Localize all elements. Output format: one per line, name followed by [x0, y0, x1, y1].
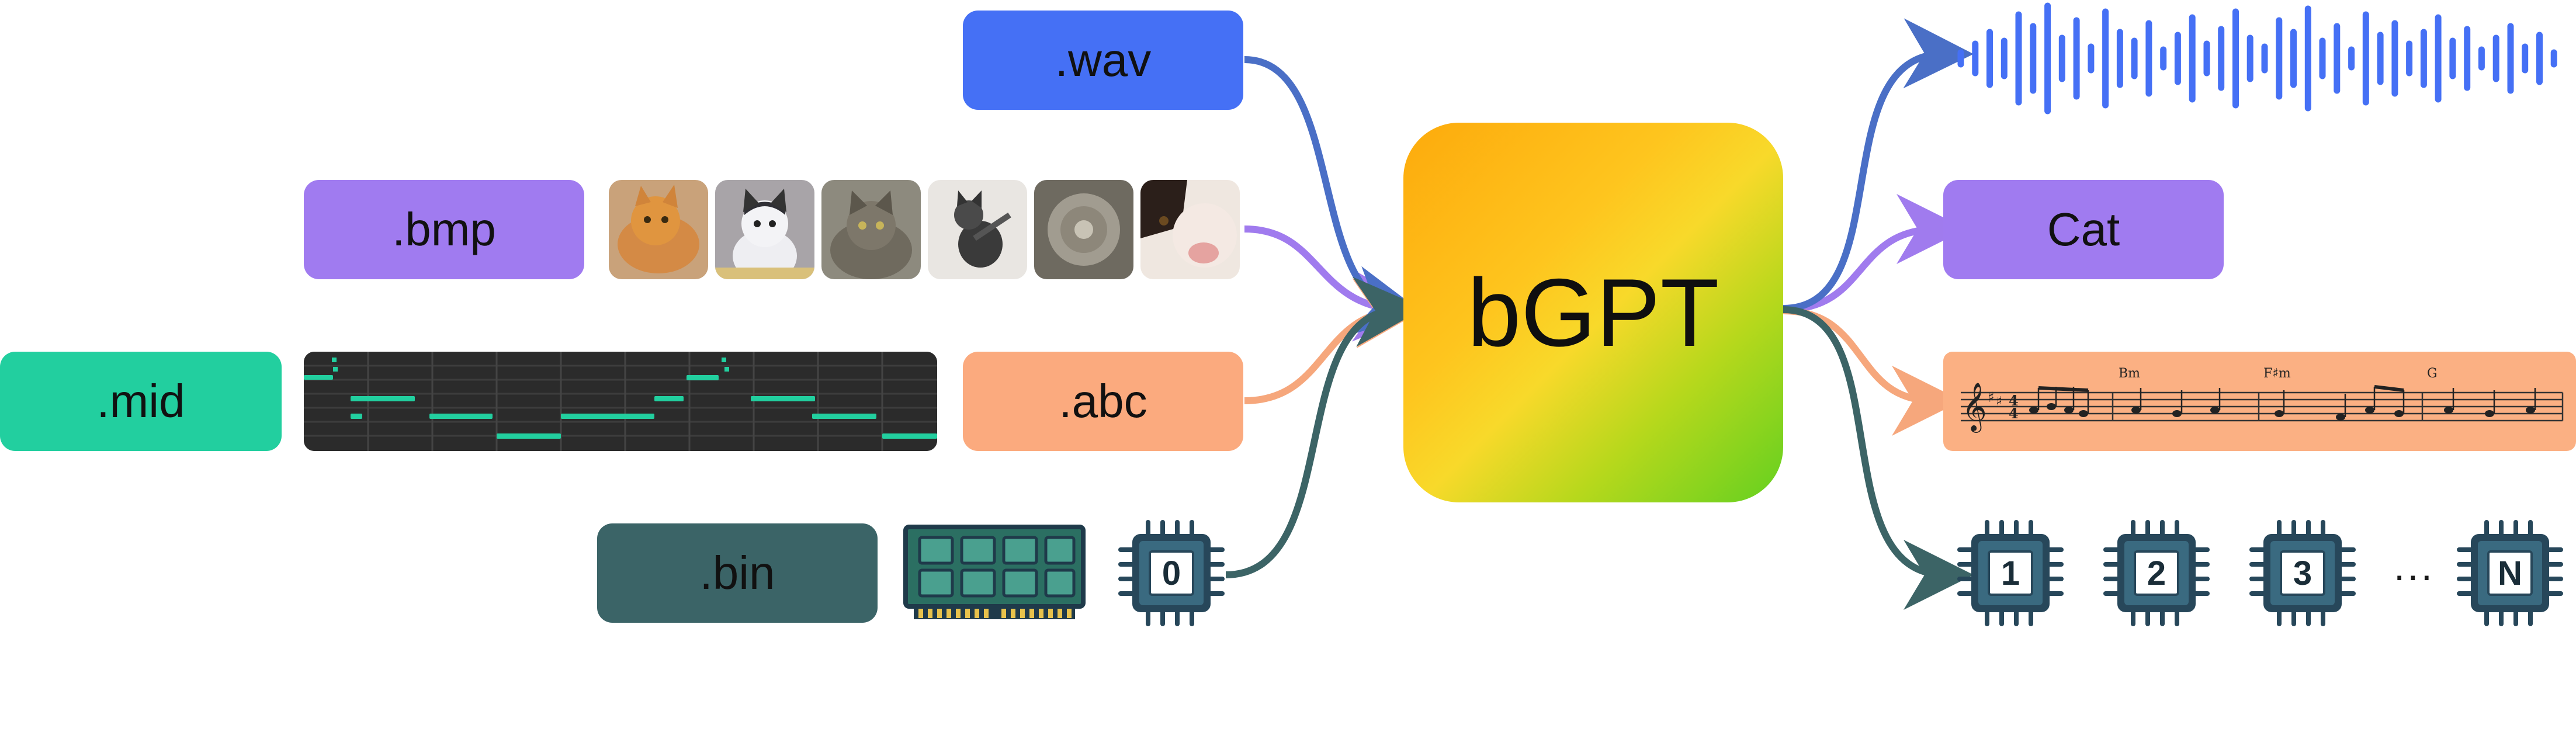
cat-photo-icon — [821, 180, 921, 279]
piano-roll-icon — [304, 352, 937, 451]
output-chip-label: 3 — [2293, 554, 2312, 592]
cpu-chip-icon: 1 — [1955, 518, 2066, 629]
svg-text:4: 4 — [2009, 392, 2019, 409]
arrow-wav-out — [1783, 18, 1974, 312]
wav-format-label: .wav — [963, 11, 1243, 110]
input-chip-label: 0 — [1162, 554, 1181, 592]
cat-photo-icon — [928, 180, 1027, 279]
svg-text:♯: ♯ — [1988, 389, 1995, 405]
svg-text:4: 4 — [2009, 405, 2019, 422]
chord-label: F♯m — [2263, 366, 2291, 381]
abc-format-label: .abc — [963, 352, 1243, 451]
cat-photo-icon — [1034, 180, 1133, 279]
chord-label: Bm — [2119, 366, 2140, 381]
output-chip-label: 1 — [2001, 554, 2020, 592]
classification-label: Cat — [1943, 180, 2224, 279]
cat-photo-icon — [1140, 180, 1240, 279]
cat-photo-icon — [715, 180, 814, 279]
sound-wave-icon — [1957, 2, 2557, 115]
arrow-bin-in — [1225, 277, 1424, 578]
arrow-bin-out — [1783, 306, 1974, 610]
cat-photo-icon — [609, 180, 708, 279]
cpu-chip-icon: 3 — [2247, 518, 2358, 629]
bmp-format-label: .bmp — [304, 180, 584, 279]
bgpt-label: bGPT — [1467, 258, 1719, 366]
output-chip-label: 2 — [2147, 554, 2166, 592]
mid-format-label: .mid — [0, 352, 282, 451]
chord-label: G — [2427, 366, 2438, 381]
svg-text:𝄞: 𝄞 — [1962, 381, 1987, 433]
svg-text:♯: ♯ — [1996, 394, 2002, 409]
bgpt-model: bGPT — [1403, 123, 1783, 502]
arrow-abc-out — [1783, 307, 1962, 436]
cpu-chip-icon: 0 — [1116, 518, 1227, 629]
ram-module-icon — [903, 523, 1086, 623]
arrow-cat-out — [1783, 194, 1967, 313]
cpu-chip-icon: N — [2454, 518, 2565, 629]
ellipsis: ··· — [2393, 552, 2433, 598]
bin-format-label: .bin — [597, 523, 878, 623]
arrow-abc-in — [1244, 278, 1424, 404]
cpu-chip-icon: 2 — [2101, 518, 2212, 629]
output-chip-label: N — [2498, 554, 2522, 592]
music-score-icon: 𝄞 ♯ ♯ 4 4 Bm F♯m G — [1943, 352, 2576, 451]
